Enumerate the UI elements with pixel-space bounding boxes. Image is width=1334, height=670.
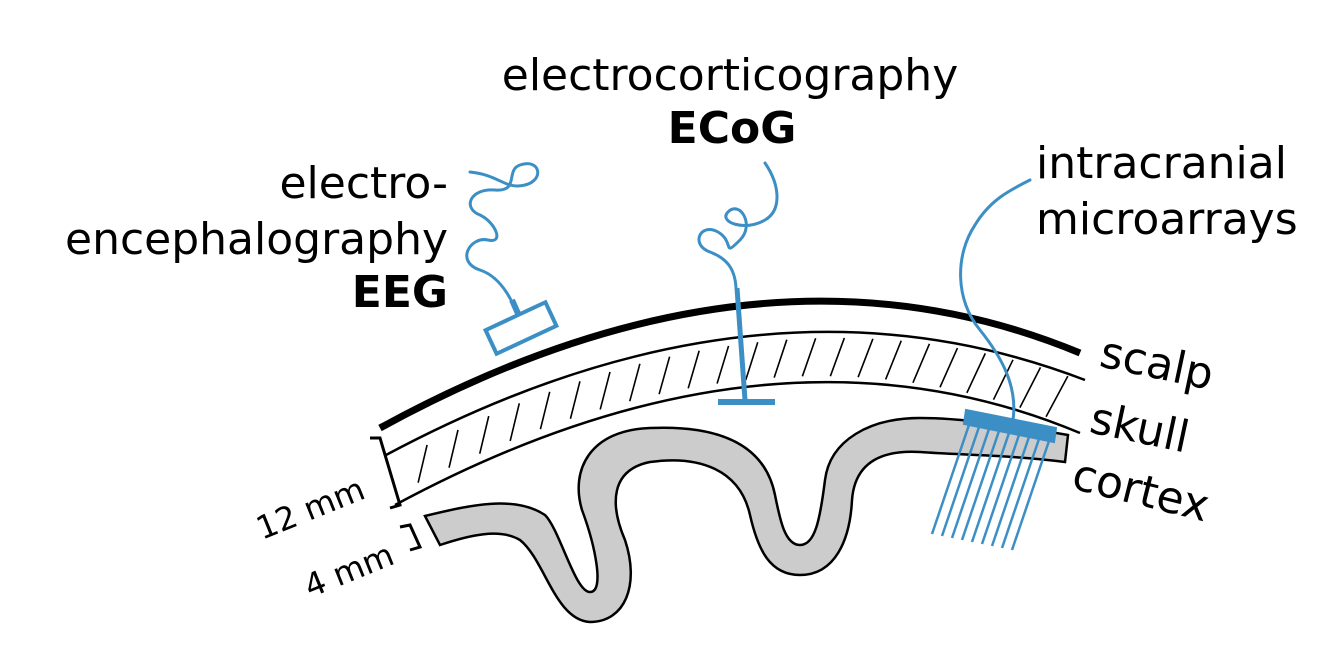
skull-hatching [417, 337, 1069, 483]
bracket-4mm [399, 523, 423, 552]
skull-hatch-line [417, 444, 428, 483]
microarray-needle [1010, 437, 1052, 551]
skull-hatch-line [687, 350, 700, 389]
skull-outer-line [385, 330, 1086, 457]
skull-hatch-line [857, 338, 874, 378]
microarray-wire [959, 178, 1032, 422]
skull-inner-line [394, 380, 1081, 507]
microarray-base [962, 408, 1058, 444]
skull-hatch-line [448, 429, 459, 468]
eeg-pad [482, 299, 560, 357]
scalp-line [378, 297, 1082, 432]
microarray-label-line1: intracranial [1036, 138, 1287, 189]
skull-hatch-line [939, 347, 959, 388]
eeg-label-line1: electro- [279, 158, 448, 209]
skull-hatch-line [716, 345, 730, 384]
skull-hatch-line [569, 381, 581, 419]
eeg-label-line2: encephalography [65, 214, 448, 265]
skull-hatch-line [912, 343, 931, 384]
microarray [930, 178, 1058, 551]
ecog-label: electrocorticography [502, 50, 958, 101]
skull-hatch-line [658, 356, 671, 395]
skull-hatch-line [539, 391, 551, 430]
microarray-needle [950, 425, 992, 539]
microarray-label-line2: microarrays [1036, 194, 1298, 245]
cortex-label: cortex [1067, 449, 1214, 532]
skull-hatch-line [629, 363, 641, 402]
ecog-abbr: ECoG [668, 103, 797, 154]
skull-hatch-line [599, 371, 611, 410]
skull-hatch-line [478, 415, 490, 454]
eeg-abbr: EEG [352, 267, 448, 318]
microarray-needles [930, 421, 1052, 551]
skull-hatch-line [801, 337, 817, 377]
microarray-needle [960, 427, 1002, 541]
skull-hatch-line [1045, 375, 1069, 418]
ecog-stem [734, 287, 748, 401]
skull-hatch-line [829, 337, 846, 377]
dim-4mm-label: 4 mm [299, 535, 399, 605]
skull-label: skull [1086, 393, 1194, 464]
eeg-wire [465, 162, 540, 304]
skull-hatch-line [773, 339, 788, 378]
bracket-12mm [370, 436, 402, 510]
microarray-needle [930, 421, 972, 535]
cortex-shape [423, 416, 1070, 624]
skull-layer [385, 330, 1086, 507]
skull-hatch-line [1019, 367, 1042, 409]
microarray-needle [940, 423, 982, 537]
skull-hatch-line [509, 403, 521, 442]
skull-hatch-line [744, 342, 759, 381]
skull-hatch-line [884, 340, 902, 380]
microarray-needle [980, 431, 1022, 545]
eeg-electrode [465, 162, 560, 357]
skull-hatch-line [966, 353, 987, 394]
microarray-needle [970, 429, 1012, 543]
microarray-needle [990, 433, 1032, 547]
microarray-needle [1000, 435, 1042, 549]
scalp-label: scalp [1096, 327, 1218, 401]
ecog-electrode [697, 161, 779, 405]
dim-12mm-label: 12 mm [251, 470, 370, 548]
skull-hatch-line [992, 359, 1014, 401]
ecog-wire [697, 161, 779, 290]
